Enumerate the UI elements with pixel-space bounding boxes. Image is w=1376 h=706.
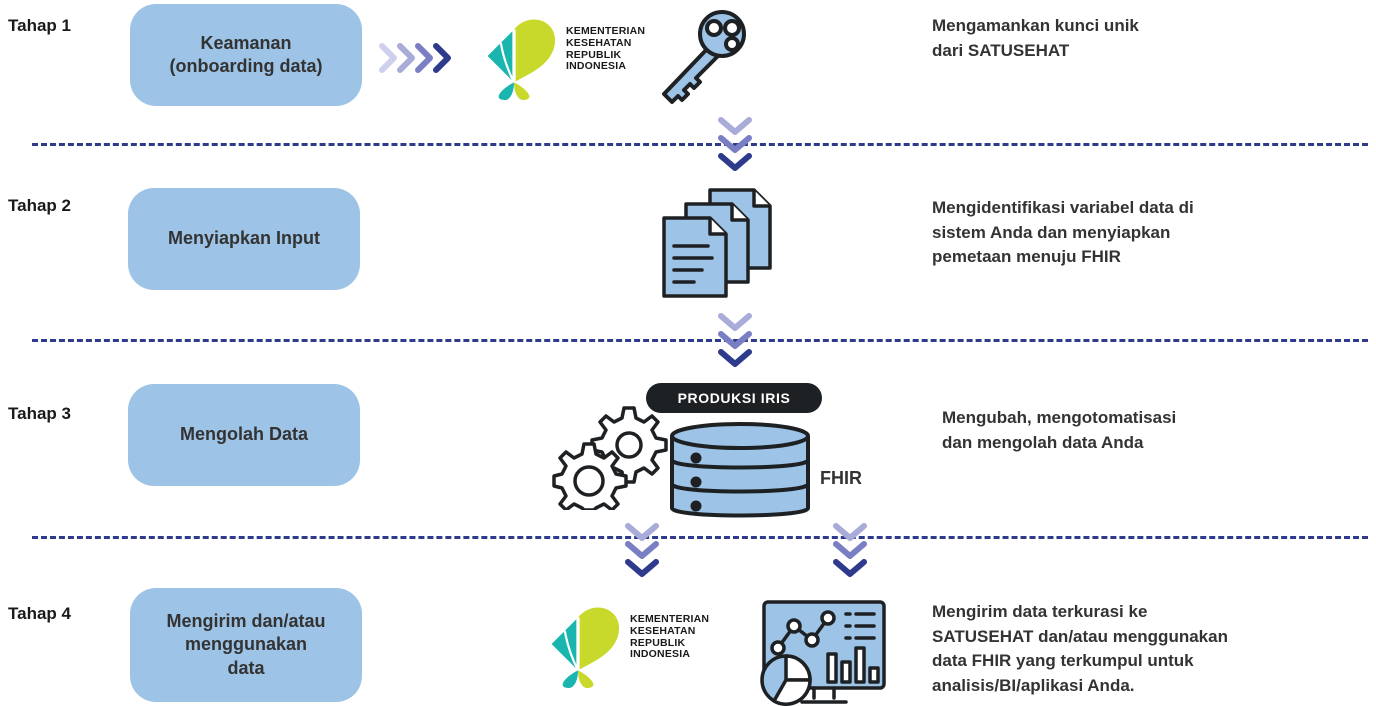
stage-1-description: Mengamankan kunci unik dari SATUSEHAT [932, 14, 1139, 63]
stage-1-box-line-1: Keamanan [200, 32, 292, 53]
key-icon [662, 10, 746, 104]
gears-icon [552, 406, 668, 510]
kemenkes-line-3: REPUBLIK [566, 48, 622, 61]
chevron-down-icon [622, 520, 662, 580]
kemenkes-logo [549, 605, 621, 688]
analytics-dashboard-icon [760, 600, 886, 706]
stage-3-label: Tahap 3 [8, 404, 71, 423]
stage-3-box: Mengolah Data [128, 384, 360, 486]
stage-4-box-line-2: menggunakan [184, 634, 308, 655]
stage-4-box-line-3: data [227, 657, 265, 678]
kemenkes-logo [485, 17, 557, 100]
stage-1-label: Tahap 1 [8, 16, 71, 35]
stage-2-desc-line-2: sistem Anda dan menyiapkan [932, 222, 1171, 242]
chevron-right-icon [379, 43, 451, 73]
stage-2-box: Menyiapkan Input [128, 188, 360, 290]
stage-divider-3 [32, 536, 1368, 539]
kemenkes-logo-text: KEMENTERIAN KESEHATAN REPUBLIK INDONESIA [630, 613, 710, 661]
stage-2-label: Tahap 2 [8, 196, 71, 215]
documents-icon [662, 188, 772, 298]
kemenkes-line-4: INDONESIA [630, 648, 691, 661]
chevron-down-icon [715, 114, 755, 174]
chevron-down-icon [830, 520, 870, 580]
stage-4-box-line-1: Mengirim dan/atau [166, 611, 326, 632]
kemenkes-line-3: REPUBLIK [630, 636, 686, 649]
stage-4-desc-line-4: analisis/BI/aplikasi Anda. [932, 675, 1135, 695]
stage-divider-2 [32, 339, 1368, 342]
stage-3-box-line-1: Mengolah Data [179, 424, 308, 445]
production-badge: PRODUKSI IRIS [646, 383, 822, 413]
stage-4-label: Tahap 4 [8, 604, 71, 623]
stage-divider-1 [32, 143, 1368, 146]
stage-3-desc-line-2: dan mengolah data Anda [942, 432, 1144, 452]
stage-2-description: Mengidentifikasi variabel data di sistem… [932, 196, 1194, 270]
stage-4-box: Mengirim dan/atau menggunakan data [130, 588, 362, 702]
stage-1-desc-line-2: dari SATUSEHAT [932, 40, 1070, 60]
stage-4-desc-line-2: SATUSEHAT dan/atau menggunakan [932, 626, 1228, 646]
database-icon [670, 422, 810, 518]
stage-4-desc-line-1: Mengirim data terkurasi ke [932, 602, 1148, 621]
stage-4-description: Mengirim data terkurasi ke SATUSEHAT dan… [932, 600, 1228, 699]
stage-1-box: Keamanan (onboarding data) [130, 4, 362, 106]
kemenkes-line-1: KEMENTERIAN [630, 613, 710, 625]
stage-2-desc-line-3: pemetaan menuju FHIR [932, 247, 1121, 267]
stage-2-box-line-1: Menyiapkan Input [167, 228, 320, 249]
kemenkes-line-2: KESEHATAN [566, 36, 632, 49]
stage-1-box-line-2: (onboarding data) [169, 56, 323, 76]
kemenkes-line-1: KEMENTERIAN [566, 25, 646, 37]
kemenkes-logo-text: KEMENTERIAN KESEHATAN REPUBLIK INDONESIA [566, 25, 646, 73]
kemenkes-line-2: KESEHATAN [630, 624, 696, 637]
stage-3-description: Mengubah, mengotomatisasi dan mengolah d… [942, 406, 1176, 455]
chevron-down-icon [715, 310, 755, 370]
kemenkes-line-4: INDONESIA [566, 60, 627, 73]
stage-2-desc-line-1: Mengidentifikasi variabel data di [932, 198, 1194, 217]
stage-4-desc-line-3: data FHIR yang terkumpul untuk [932, 651, 1194, 671]
stage-1-desc-line-1: Mengamankan kunci unik [932, 16, 1139, 35]
fhir-label: FHIR [820, 468, 862, 488]
stage-3-desc-line-1: Mengubah, mengotomatisasi [942, 408, 1177, 427]
